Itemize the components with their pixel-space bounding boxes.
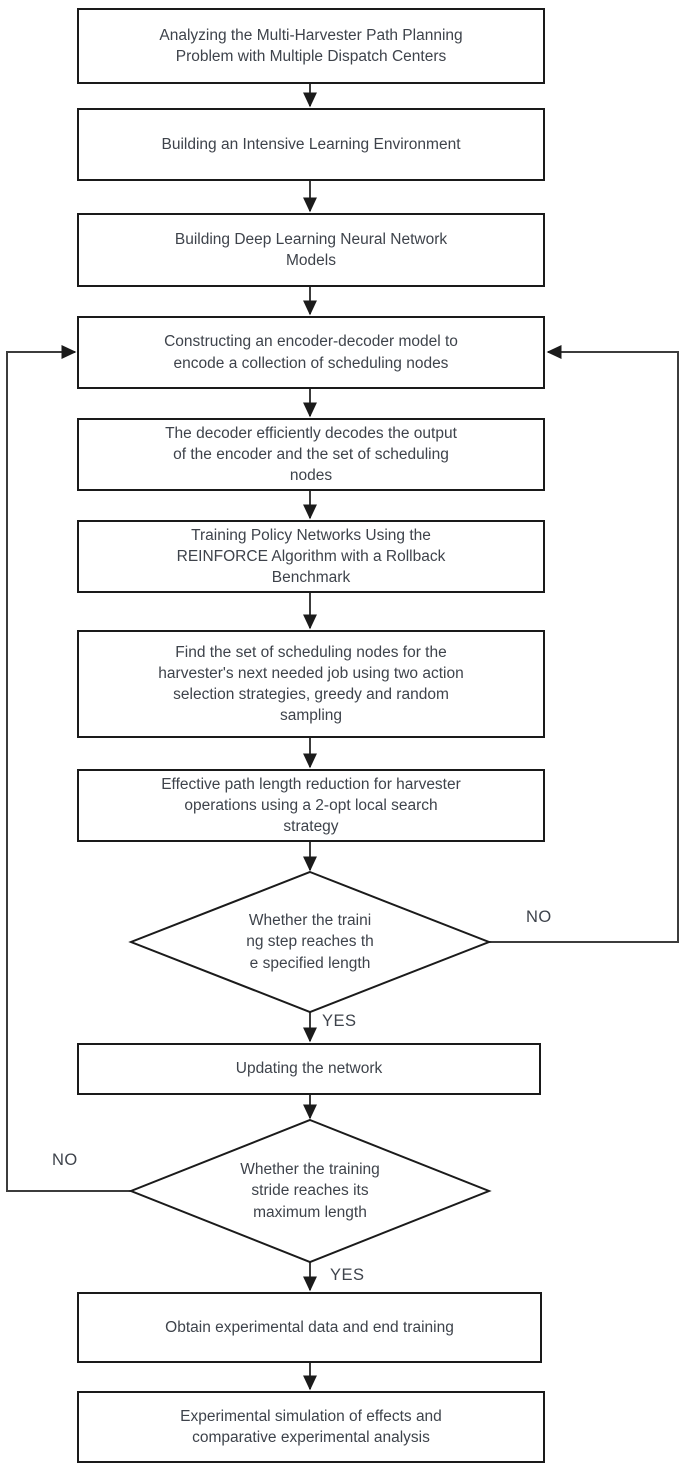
process-box-two-opt: Effective path length reduction for harv… — [77, 769, 545, 842]
label-yes-2: YES — [330, 1266, 365, 1284]
label-yes-1: YES — [322, 1012, 357, 1030]
label-no-left: NO — [52, 1151, 78, 1169]
process-box-encoder-decoder: Constructing an encoder-decoder model to… — [77, 316, 545, 389]
decision-diamond-training-step — [128, 870, 492, 1014]
process-box-analyze: Analyzing the Multi-Harvester Path Plann… — [77, 8, 545, 84]
process-box-update-network: Updating the network — [77, 1043, 541, 1095]
no-loop-right — [489, 345, 679, 943]
process-box-neural-models: Building Deep Learning Neural Network Mo… — [77, 213, 545, 287]
process-box-decoder: The decoder efficiently decodes the outp… — [77, 418, 545, 491]
process-box-reinforce: Training Policy Networks Using the REINF… — [77, 520, 545, 593]
decision-label-training-stride: Whether the training stride reaches its … — [240, 1160, 380, 1221]
process-box-obtain-data: Obtain experimental data and end trainin… — [77, 1292, 542, 1363]
label-no-right: NO — [526, 908, 552, 926]
process-box-simulation: Experimental simulation of effects and c… — [77, 1391, 545, 1463]
process-box-environment: Building an Intensive Learning Environme… — [77, 108, 545, 181]
no-loop-left — [6, 345, 131, 1192]
decision-diamond-training-stride — [128, 1118, 492, 1264]
process-box-action-selection: Find the set of scheduling nodes for the… — [77, 630, 545, 738]
decision-label-training-step: Whether the traini ng step reaches th e … — [246, 911, 374, 972]
